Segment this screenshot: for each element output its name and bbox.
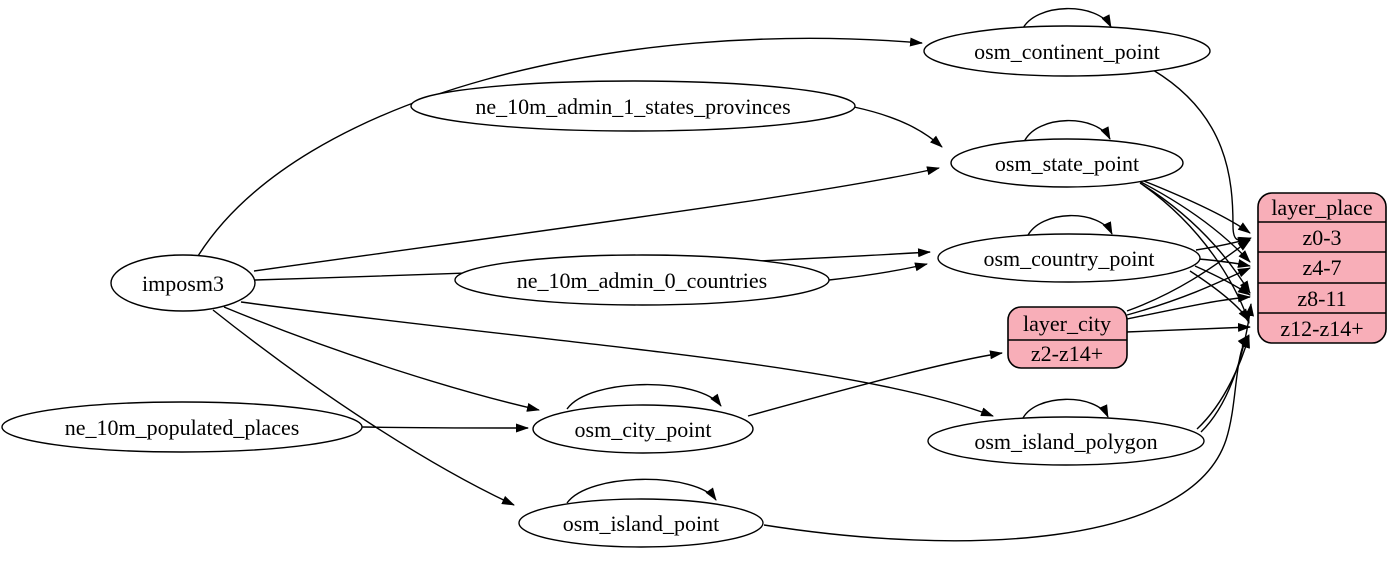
edge-imposm3-to-osm_island_polygon [240,301,994,417]
record-layer_place-row-z0-3: z0-3 [1302,225,1341,250]
node-ne_countries-label: ne_10m_admin_0_countries [517,268,768,293]
node-osm_island_polygon: osm_island_polygon [927,416,1205,466]
node-osm_city_point: osm_city_point [532,404,754,454]
record-layer_place: layer_place z0-3 z4-7 z8-11 z12-z14+ [1257,192,1387,344]
node-osm_continent_point: osm_continent_point [923,25,1211,77]
edge-layer_city-to-layer_place-z4-7 [1126,267,1251,316]
record-layer_city-row-z2-z14: z2-z14+ [1031,341,1103,366]
edge-osm_state_point-to-layer_place-z4-7 [1136,179,1251,263]
edge-osm_country_point-to-layer_place-z8-11 [1194,265,1251,296]
node-ne_places-label: ne_10m_populated_places [65,415,300,440]
node-continent-label: osm_continent_point [974,39,1160,64]
record-layer_place-row-z4-7: z4-7 [1302,255,1341,280]
node-city-label: osm_city_point [575,417,712,442]
record-layer_city: layer_city z2-z14+ [1007,306,1128,369]
node-country-label: osm_country_point [983,246,1154,271]
node-ne_10m_admin_0_countries: ne_10m_admin_0_countries [454,254,830,306]
node-ne_10m_admin_1_states_provinces: ne_10m_admin_1_states_provinces [410,80,856,132]
node-state-label: osm_state_point [995,151,1139,176]
node-imposm3-label: imposm3 [142,271,224,296]
edge-osm_state_point-to-layer_place-z0-3 [1133,176,1251,234]
node-imposm3: imposm3 [110,254,256,312]
edge-imposm3-to-osm_city_point [223,306,540,412]
record-layer_place-row-z8-11: z8-11 [1297,286,1346,311]
edge-osm_city_point-to-layer_city-z2-z14 [747,350,1003,417]
edge-osm_country_point-to-layer_place-z0-3 [1195,237,1251,251]
edge-osm_island_polygon-to-layer_place-z8-11 [1200,303,1255,433]
edge-ne_places-to-osm_city_point [361,423,529,433]
edge-imposm3-to-osm_state_point [253,166,940,272]
node-osm_island_point: osm_island_point [518,498,764,548]
edge-imposm3-to-osm_continent_point [197,37,923,257]
edge-osm_country_point-to-layer_place-z4-7 [1197,258,1251,268]
node-ne_states-label: ne_10m_admin_1_states_provinces [475,94,790,119]
record-layer_place-row-z12-z14: z12-z14+ [1280,316,1363,341]
self-loop-osm_country_point [1026,214,1113,238]
record-layer_city-title: layer_city [1023,311,1111,336]
node-osm_country_point: osm_country_point [937,233,1201,283]
edge-ne_countries-to-osm_country_point [828,262,928,281]
edge-ne_states-to-osm_state_point [853,106,943,148]
node-island_polygon-label: osm_island_polygon [974,429,1157,454]
edge-osm_island_point-to-layer_place-z12-z14 [763,334,1250,542]
self-loop-osm_island_point [566,478,717,504]
self-loop-osm_continent_point [1021,7,1112,31]
edge-imposm3-to-osm_island_point [212,309,515,506]
node-osm_state_point: osm_state_point [950,138,1184,188]
node-island_point-label: osm_island_point [563,511,719,536]
record-layer_place-title: layer_place [1271,195,1372,220]
edge-layer_city-to-layer_place-z8-11 [1126,293,1251,320]
node-ne_10m_populated_places: ne_10m_populated_places [1,401,363,453]
edge-layer_city-to-layer_place-z12-z14 [1125,322,1251,333]
self-loop-osm_island_polygon [1021,398,1109,421]
self-loop-osm_state_point [1023,119,1111,143]
edge-layer_city-to-layer_place-z0-3 [1126,239,1251,312]
self-loop-osm_city_point [566,383,722,410]
